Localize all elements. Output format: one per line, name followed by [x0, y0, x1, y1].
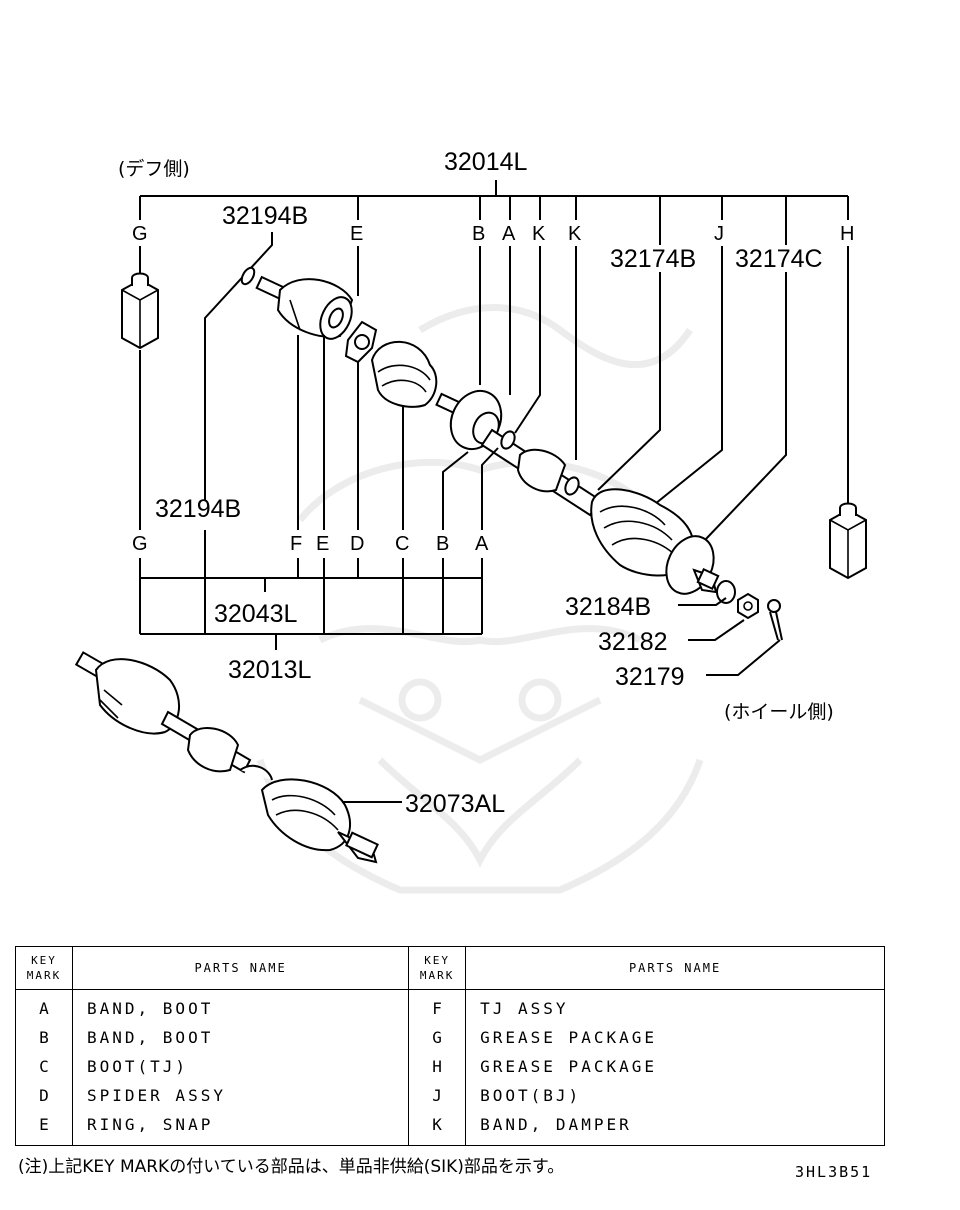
- drive-shaft-assy-lower: [74, 651, 379, 864]
- table-row-name: RING, SNAP: [87, 1115, 214, 1134]
- table-row-name: BAND, BOOT: [87, 999, 214, 1018]
- top-leaders: [139, 232, 849, 541]
- table-row-mark: G: [432, 1028, 442, 1047]
- table-row-name: SPIDER ASSY: [87, 1086, 226, 1105]
- table-row-mark: F: [432, 999, 442, 1018]
- snap-ring: [240, 266, 256, 286]
- bottom-bracket: [139, 530, 483, 650]
- top-key-g: G: [132, 223, 148, 245]
- table-row-name: TJ ASSY: [480, 999, 569, 1018]
- label-32014L: 32014L: [444, 148, 528, 176]
- table-row-mark: E: [39, 1115, 49, 1134]
- washer: [716, 580, 736, 604]
- label-32194B-lower: 32194B: [155, 495, 241, 523]
- label-32043L: 32043L: [214, 600, 298, 628]
- bottom-key-f: F: [290, 533, 302, 555]
- drive-shaft-upper: [435, 389, 602, 517]
- grease-package-g: [121, 272, 159, 350]
- grease-package-h: [829, 502, 867, 580]
- spider-assy: [344, 320, 378, 364]
- label-diff-side: (デフ側): [118, 158, 190, 180]
- table-row-mark: C: [39, 1057, 49, 1076]
- top-bracket: [139, 180, 849, 245]
- label-32073AL: 32073AL: [405, 790, 505, 818]
- bottom-key-d: D: [350, 533, 364, 555]
- bottom-key-g: G: [132, 533, 148, 555]
- table-row-mark: D: [39, 1086, 49, 1105]
- top-key-a: A: [502, 223, 516, 245]
- top-key-b: B: [472, 223, 485, 245]
- top-key-k1: K: [532, 223, 546, 245]
- bottom-key-c: C: [395, 533, 409, 555]
- header-parts-name-right: PARTS NAME: [465, 946, 885, 990]
- top-key-h: H: [840, 223, 854, 245]
- table-row-mark: H: [432, 1057, 442, 1076]
- table-row-name: BOOT(TJ): [87, 1057, 189, 1076]
- label-32184B: 32184B: [565, 593, 651, 621]
- leader-nut: [688, 619, 745, 641]
- table-row-mark: K: [432, 1115, 442, 1134]
- tj-housing: [255, 275, 354, 340]
- top-key-e: E: [350, 223, 363, 245]
- bottom-key-a: A: [475, 533, 489, 555]
- table-row-mark: A: [39, 999, 49, 1018]
- footnote: (注)上記KEY MARKの付いている部品は、単品非供給(SIK)部品を示す。: [18, 1157, 565, 1177]
- top-key-k2: K: [568, 223, 582, 245]
- nut: [737, 592, 759, 620]
- top-key-j: J: [714, 223, 724, 245]
- left-names: BAND, BOOT BAND, BOOT BOOT(TJ) SPIDER AS…: [71, 989, 410, 1146]
- right-marks: F G H J K: [408, 989, 467, 1146]
- tj-boot: [370, 340, 438, 408]
- header-parts-name-left: PARTS NAME: [71, 946, 410, 990]
- label-32182: 32182: [598, 628, 668, 656]
- table-row-name: BOOT(BJ): [480, 1086, 582, 1105]
- table-row-name: BAND, BOOT: [87, 1028, 214, 1047]
- drawing-code: 3HL3B51: [795, 1163, 873, 1181]
- cotter-pin: [767, 599, 783, 641]
- table-row-mark: B: [39, 1028, 49, 1047]
- label-32174C: 32174C: [735, 245, 823, 273]
- label-32174B: 32174B: [610, 245, 696, 273]
- table-row-name: GREASE PACKAGE: [480, 1057, 657, 1076]
- label-32194B-upper: 32194B: [222, 202, 308, 230]
- label-wheel-side: (ホイール側): [724, 701, 834, 723]
- left-marks: A B C D E: [15, 989, 73, 1146]
- leader-washer: [678, 597, 727, 606]
- label-32179: 32179: [615, 663, 685, 691]
- bottom-key-b: B: [436, 533, 449, 555]
- bj-outer: [665, 535, 720, 595]
- leader-pin: [706, 639, 781, 676]
- table-row-name: BAND, DAMPER: [480, 1115, 632, 1134]
- bottom-leaders: [297, 335, 499, 530]
- table-row-name: GREASE PACKAGE: [480, 1028, 657, 1047]
- right-names: TJ ASSY GREASE PACKAGE GREASE PACKAGE BO…: [465, 989, 885, 1146]
- table-row-mark: J: [432, 1086, 442, 1105]
- bottom-key-e: E: [316, 533, 329, 555]
- label-32013L: 32013L: [228, 656, 312, 684]
